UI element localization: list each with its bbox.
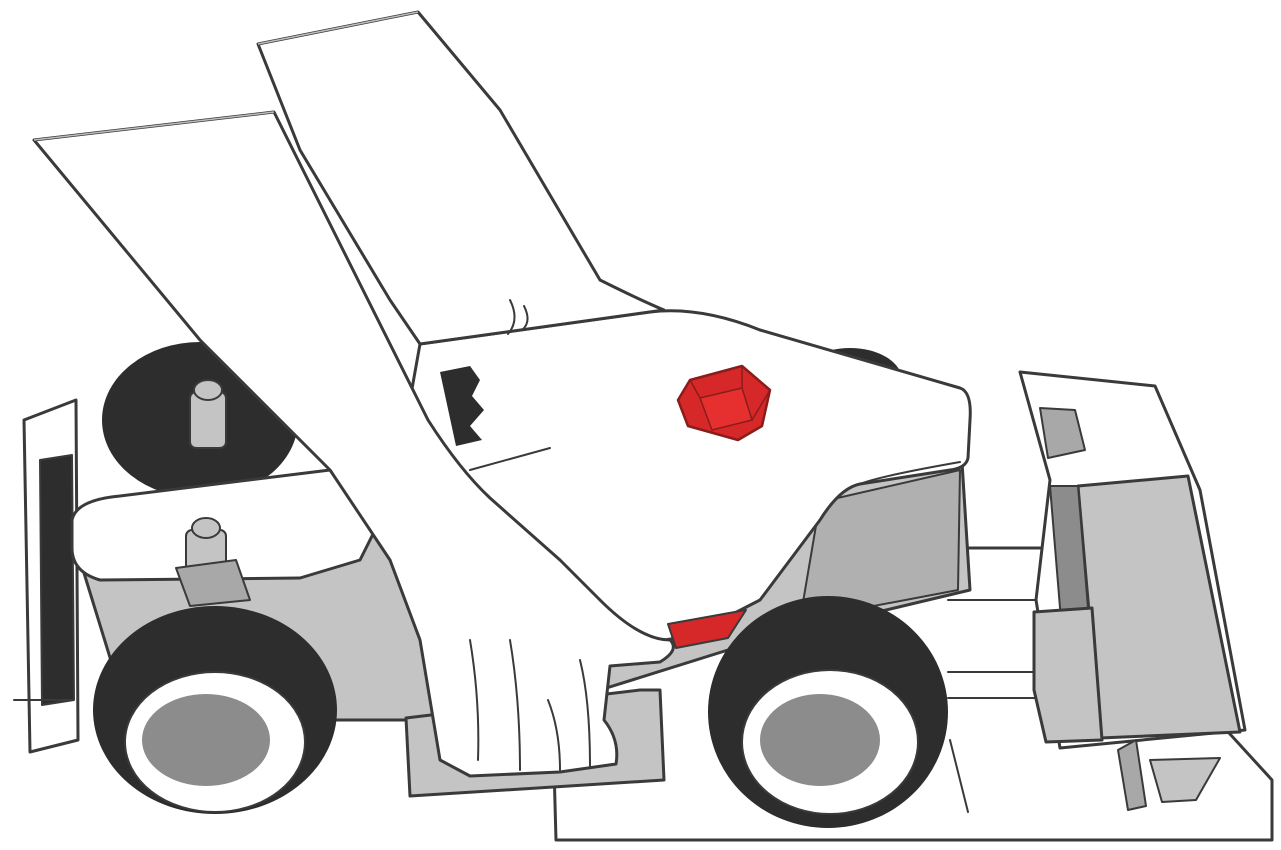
rear-wheel: [93, 606, 337, 814]
station-lower-block: [1034, 608, 1102, 742]
rear-bumper: [14, 400, 78, 752]
front-wheel: [708, 596, 948, 828]
station-front-panel: [1078, 476, 1240, 738]
rear-knob-upper: [190, 380, 226, 448]
